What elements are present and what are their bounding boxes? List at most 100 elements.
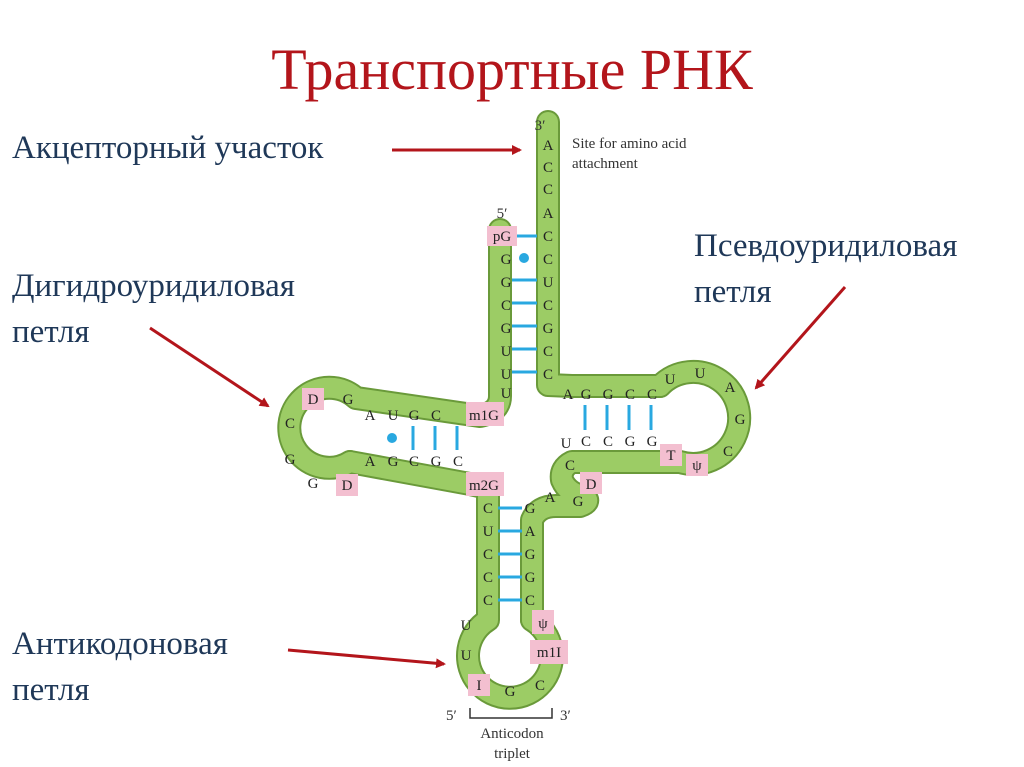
nucleotide: G [647, 434, 658, 450]
nucleotide: C [543, 344, 553, 360]
nucleotide: C [625, 387, 635, 403]
nucleotide: C [543, 252, 553, 268]
nucleotide: T [666, 448, 675, 464]
nucleotide: C [483, 547, 493, 563]
anticodon-arrow [287, 648, 446, 669]
nucleotide: C [483, 593, 493, 609]
modified-base-box [530, 640, 568, 664]
nucleotide: D [342, 478, 353, 494]
nucleotide: m1I [537, 645, 561, 661]
nucleotide: A [725, 380, 736, 396]
nucleotide: ψ [692, 458, 702, 474]
nucleotide: U [695, 366, 706, 382]
wobble-pair-dot [387, 433, 397, 443]
modified-base-box [532, 610, 554, 634]
modified-base-box [466, 402, 504, 426]
nucleotide: C [453, 454, 463, 470]
nucleotide: C [581, 434, 591, 450]
nucleotide: C [603, 434, 613, 450]
nucleotide: C [543, 298, 553, 314]
nucleotide: U [388, 408, 399, 424]
nucleotide: C [409, 454, 419, 470]
five-prime-bottom-label: 5′ [446, 708, 457, 724]
nucleotide: A [525, 524, 536, 540]
nucleotide: U [561, 436, 572, 452]
nucleotide: C [535, 678, 545, 694]
nucleotide: G [525, 501, 536, 517]
nucleotide: D [308, 392, 319, 408]
page-title: Транспортные РНК [271, 37, 753, 102]
nucleotide: G [501, 321, 512, 337]
nucleotide: A [545, 490, 556, 506]
nucleotide: C [565, 458, 575, 474]
nucleotide: U [461, 618, 472, 634]
nucleotide: G [388, 454, 399, 470]
nucleotide: A [563, 387, 574, 403]
nucleotide: C [483, 570, 493, 586]
dihydrouridine-label-line1: Дигидроуридиловая [12, 268, 295, 304]
nucleotide: C [647, 387, 657, 403]
nucleotide: G [581, 387, 592, 403]
modified-bases [302, 226, 708, 696]
anticodon-label-line1: Антикодоновая [12, 626, 228, 662]
nucleotide: G [735, 412, 746, 428]
site-annotation-line2: attachment [572, 156, 639, 172]
modified-base-box [468, 674, 490, 696]
anticodon-annotation-line2: triplet [494, 746, 531, 762]
five-prime-label: 5′ [497, 206, 508, 222]
anticodon-bracket [469, 708, 553, 719]
nucleotide: G [603, 387, 614, 403]
nucleotide: C [501, 298, 511, 314]
site-annotation-line1: Site for amino acid [572, 136, 687, 152]
three-prime-bottom-label: 3′ [560, 708, 571, 724]
nucleotide: A [543, 206, 554, 222]
nucleotide: ψ [538, 616, 548, 632]
nucleotide: G [501, 275, 512, 291]
pseudouridine-label-line2: петля [694, 274, 772, 310]
three-prime-label: 3′ [535, 118, 546, 134]
nucleotide: G [525, 570, 536, 586]
nucleotide: U [461, 648, 472, 664]
nucleotide: m2G [469, 478, 499, 494]
nucleotide: C [483, 501, 493, 517]
nucleotide: C [723, 444, 733, 460]
nucleotide: U [501, 386, 512, 402]
nucleotide: C [543, 229, 553, 245]
nucleotide: A [543, 138, 554, 154]
pseudouridine-label-line1: Псевдоуридиловая [694, 228, 958, 264]
nucleotide: A [365, 408, 376, 424]
nucleotide: G [343, 392, 354, 408]
nucleotide: C [543, 182, 553, 198]
wobble-pair-dot [519, 253, 529, 263]
nucleotide: G [431, 454, 442, 470]
dihydrouridine-label-line2: петля [12, 314, 90, 350]
nucleotide: G [285, 452, 296, 468]
nucleotide: G [573, 494, 584, 510]
nucleotide: G [543, 321, 554, 337]
modified-base-box [686, 454, 708, 476]
nucleotide: G [501, 252, 512, 268]
modified-base-box [487, 226, 517, 246]
anticodon-annotation-line1: Anticodon [480, 726, 544, 742]
nucleotide: I [477, 678, 482, 694]
nucleotide: C [543, 367, 553, 383]
anticodon-label-line2: петля [12, 672, 90, 708]
backbone-outline [277, 110, 752, 710]
modified-base-box [660, 444, 682, 466]
nucleotide: U [483, 524, 494, 540]
pseudouridine-arrow [754, 286, 847, 390]
nucleotide: D [586, 477, 597, 493]
nucleotide: C [525, 593, 535, 609]
base-pairs [411, 234, 653, 602]
modified-base-box [336, 474, 358, 496]
nucleotide: pG [493, 229, 512, 245]
nucleotide: U [665, 372, 676, 388]
nucleotide: U [543, 275, 554, 291]
nucleotide: C [543, 160, 553, 176]
modified-base-box [302, 388, 324, 410]
nucleotide: C [431, 408, 441, 424]
nucleotide: U [501, 367, 512, 383]
nucleotide: m1G [469, 408, 499, 424]
nucleotide: G [625, 434, 636, 450]
